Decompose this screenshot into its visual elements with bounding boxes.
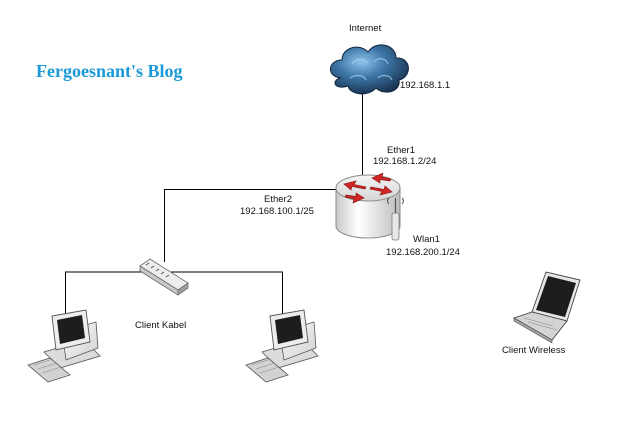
link-switch-client-left (65, 271, 165, 318)
ether1-label: Ether1 (387, 145, 415, 156)
ether2-label: Ether2 (264, 194, 292, 205)
desktop-pc-icon-left (27, 309, 101, 383)
link-switch-client-right (164, 271, 283, 318)
link-router-switch (164, 189, 336, 262)
router-icon (335, 172, 404, 241)
blog-title: Fergoesnant's Blog (36, 61, 183, 81)
internet-ip-label: 192.168.1.1 (400, 80, 451, 91)
connection-lines (65, 92, 363, 318)
ether1-ip-label: 192.168.1.2/24 (373, 156, 437, 167)
desktop-pc-icon-right (245, 309, 319, 383)
wlan1-ip-label: 192.168.200.1/24 (386, 247, 460, 258)
ether2-ip-label: 192.168.100.1/25 (240, 206, 314, 217)
client-kabel-label: Client Kabel (135, 320, 187, 331)
client-wireless-label: Client Wireless (502, 345, 566, 356)
wlan1-label: Wlan1 (413, 234, 440, 245)
switch-icon (139, 258, 189, 296)
laptop-icon (512, 271, 581, 344)
internet-label: Internet (349, 23, 382, 34)
cloud-icon (330, 44, 409, 95)
